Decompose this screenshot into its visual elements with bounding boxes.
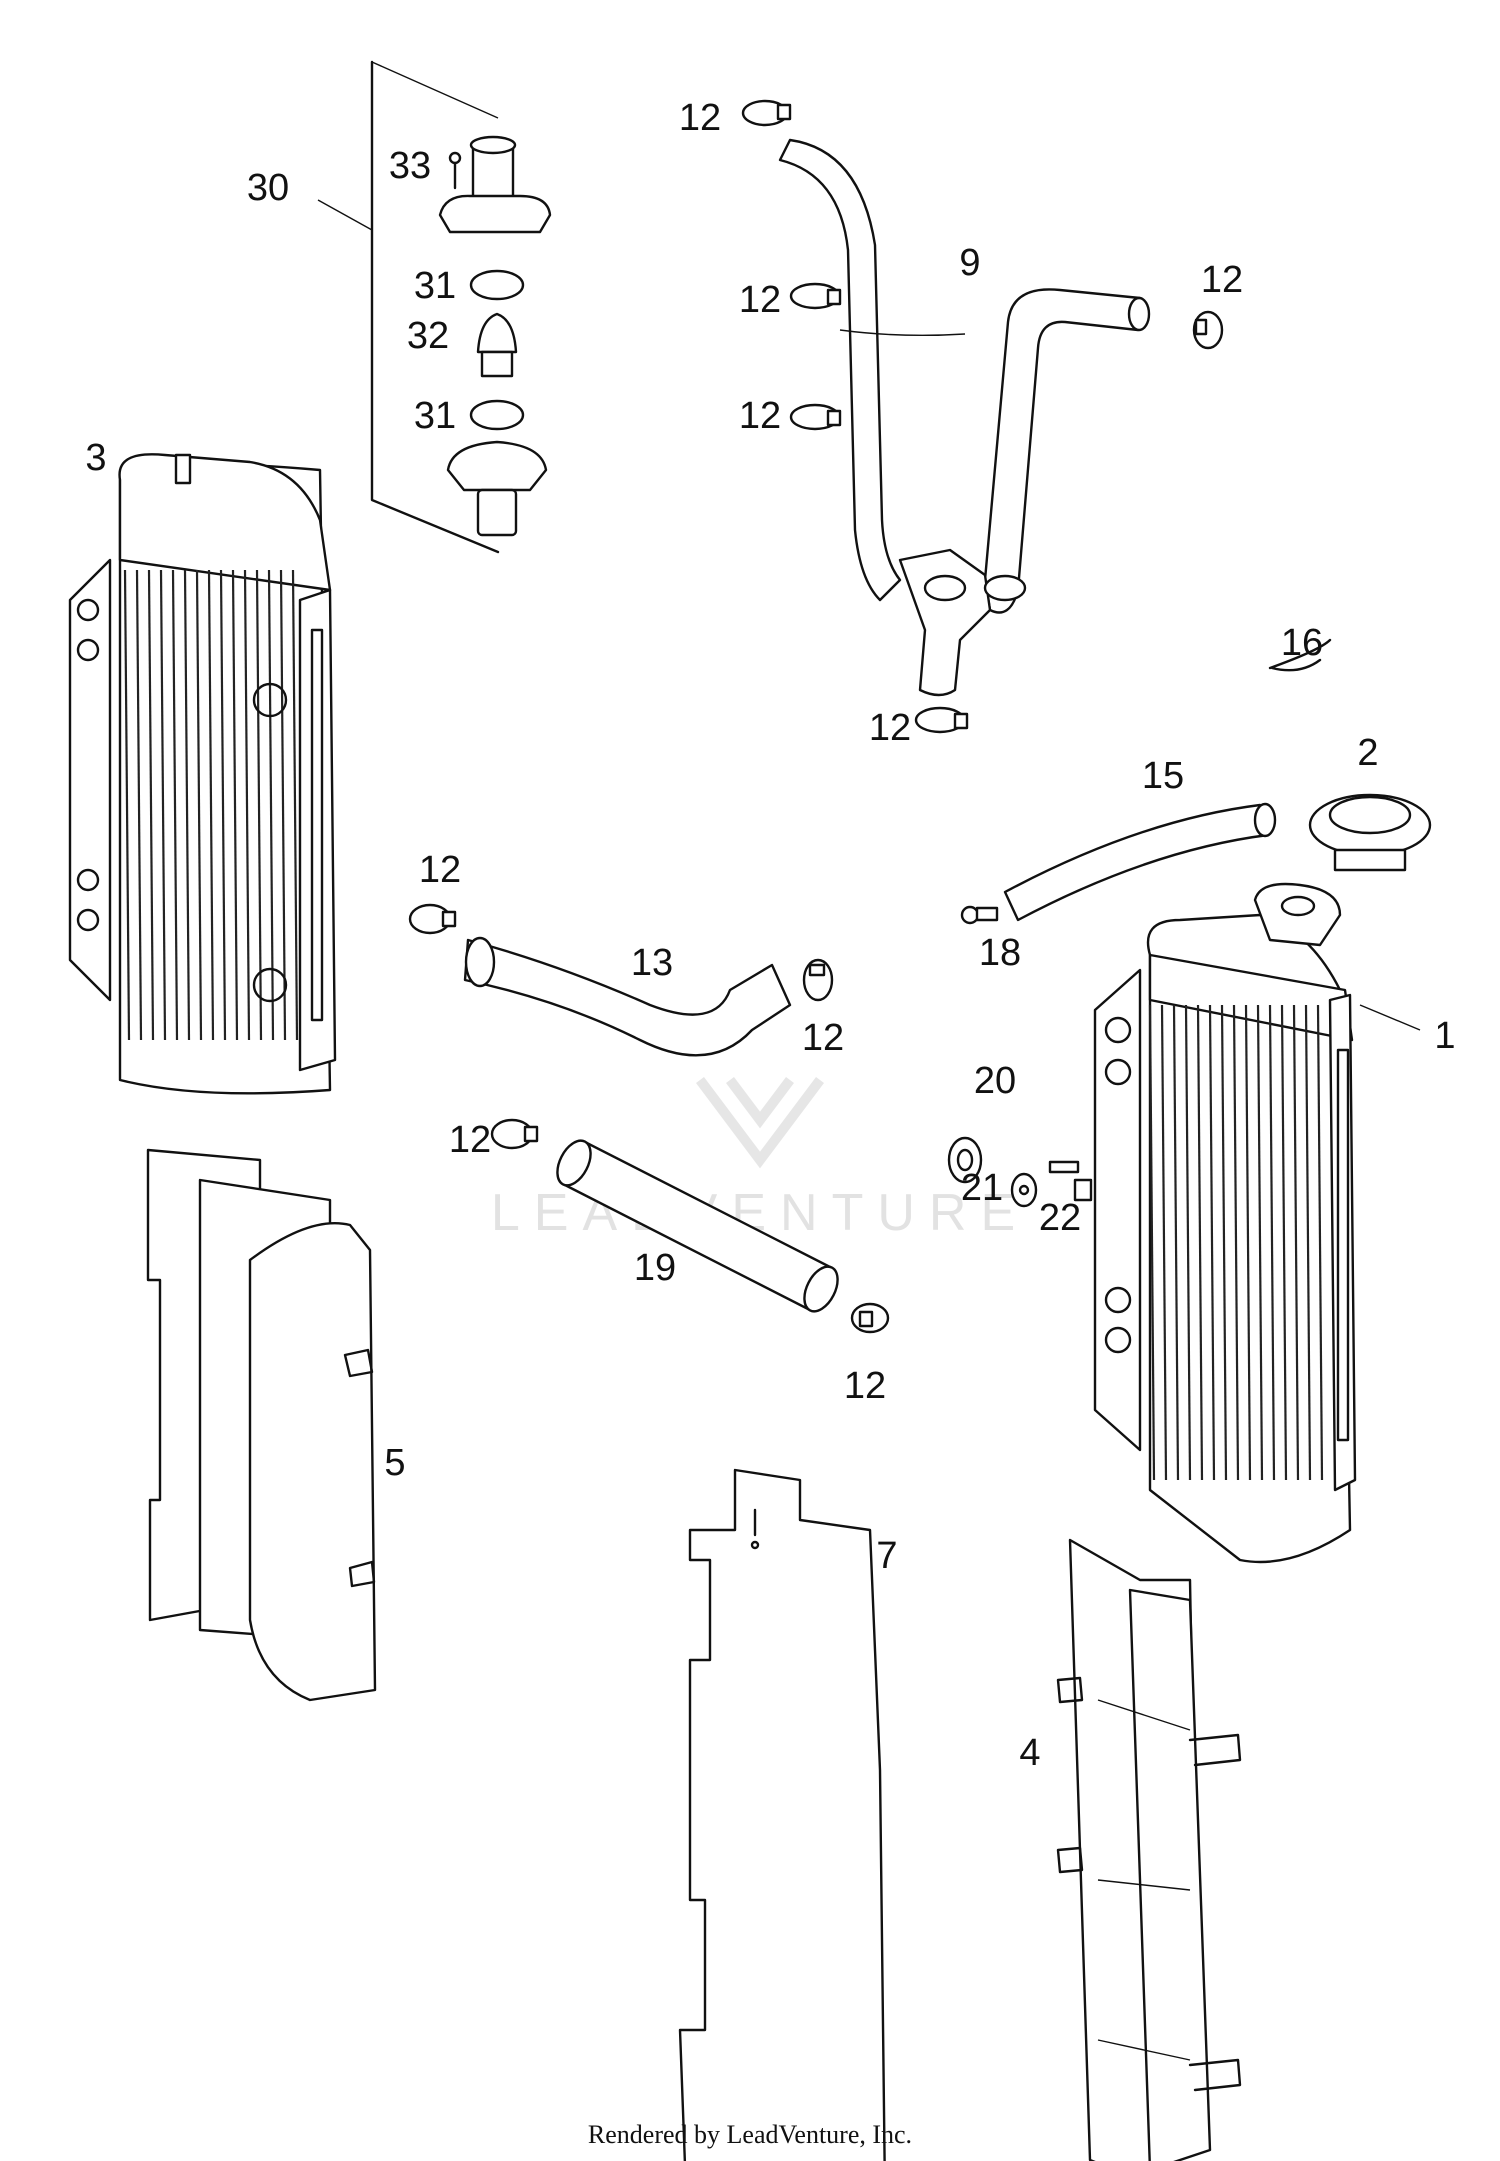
radiator-fin [1220,1004,1228,1481]
callout-19: 19 [634,1247,676,1289]
radiator-fin [1172,1004,1180,1481]
callout-22: 22 [1039,1197,1081,1239]
callout-33: 33 [389,145,431,187]
callout-5: 5 [384,1442,405,1484]
callout-32: 32 [407,315,449,357]
radiator-fin [1256,1004,1264,1481]
shroud-5 [146,1148,377,1702]
radiator-fin [147,569,155,1041]
hose-clamps [408,99,1224,1334]
radiator-fin [1208,1004,1216,1481]
radiator-fin [255,569,263,1041]
mounting-hardware [947,1136,1093,1208]
radiator-fin [195,569,203,1041]
radiator-fin [123,569,131,1041]
footer-credit: Rendered by LeadVenture, Inc. [587,2120,913,2149]
upper-hose-9 [778,138,1151,697]
radiator-fin [291,569,299,1041]
hose-clamp-icon [789,282,842,310]
callout-7: 7 [876,1535,897,1577]
hose-13 [463,936,792,1057]
radiator-fin [1292,1004,1300,1481]
radiator-fin [207,569,215,1041]
callout-12: 12 [802,1017,844,1059]
group-bracket [370,60,500,554]
radiator-fin [159,569,167,1041]
radiator-fin [1244,1004,1252,1481]
right-radiator [1093,882,1421,1564]
callout-12: 12 [869,707,911,749]
callout-1: 1 [1434,1015,1455,1057]
callout-30: 30 [247,167,289,209]
radiator-fin [1304,1004,1312,1481]
callout-20: 20 [974,1060,1016,1102]
radiator-fin [135,569,143,1041]
radiator-fin [1268,1004,1276,1481]
hose-clamp-icon [408,903,457,935]
radiator-fin [1232,1004,1240,1481]
radiator-fin [267,569,275,1041]
leader-1 [1359,1004,1421,1031]
guard-4 [1056,1538,1242,2161]
hose-clamp-icon [1192,310,1224,350]
callout-labels: 30 33 31 32 31 3 12 9 12 12 12 16 12 15 … [85,97,1455,1774]
hose-clamp-icon [741,99,792,127]
callout-21: 21 [961,1167,1003,1209]
callout-12: 12 [449,1119,491,1161]
callout-31: 31 [414,265,456,307]
leader-30 [317,199,373,231]
left-radiator [68,453,337,1095]
radiator-fin [1316,1004,1324,1481]
radiator-cap-2 [1308,793,1432,872]
callout-12: 12 [844,1365,886,1407]
radiator-fin [1280,1004,1288,1481]
cover-plate-7 [678,1468,886,2161]
callout-3: 3 [85,437,106,479]
radiator-fin [219,569,227,1041]
radiator-fin [279,569,287,1041]
callout-4: 4 [1019,1732,1040,1774]
radiator-fin [1196,1004,1204,1481]
thermostat-assembly [317,60,552,554]
callout-13: 13 [631,942,673,984]
clip-16 [1268,638,1332,672]
callout-16: 16 [1281,622,1323,664]
callout-18: 18 [979,932,1021,974]
callout-12: 12 [679,97,721,139]
callout-9: 9 [959,242,980,284]
hose-clamp-icon [914,706,969,734]
hose-clamp-icon [802,958,834,1002]
callout-31: 31 [414,395,456,437]
hose-clamp-icon [850,1302,890,1334]
callout-12: 12 [419,849,461,891]
hose-clamp-icon [983,574,1027,602]
hose-19 [556,1139,839,1313]
hose-clamp-icon [789,403,842,431]
callout-12: 12 [739,395,781,437]
radiator-fin [231,569,239,1041]
callout-15: 15 [1142,755,1184,797]
radiator-fin [1160,1004,1168,1481]
hose-clamp-icon [923,574,967,602]
callout-2: 2 [1357,732,1378,774]
radiator-fin [1184,1004,1192,1481]
callout-12: 12 [739,279,781,321]
overflow-hose-15 [960,802,1277,925]
radiator-fin [243,569,251,1041]
radiator-fin [183,569,191,1041]
callout-12: 12 [1201,259,1243,301]
hose-clamp-icon [490,1118,539,1150]
radiator-fin [1148,1004,1156,1481]
radiator-fin [171,569,179,1041]
